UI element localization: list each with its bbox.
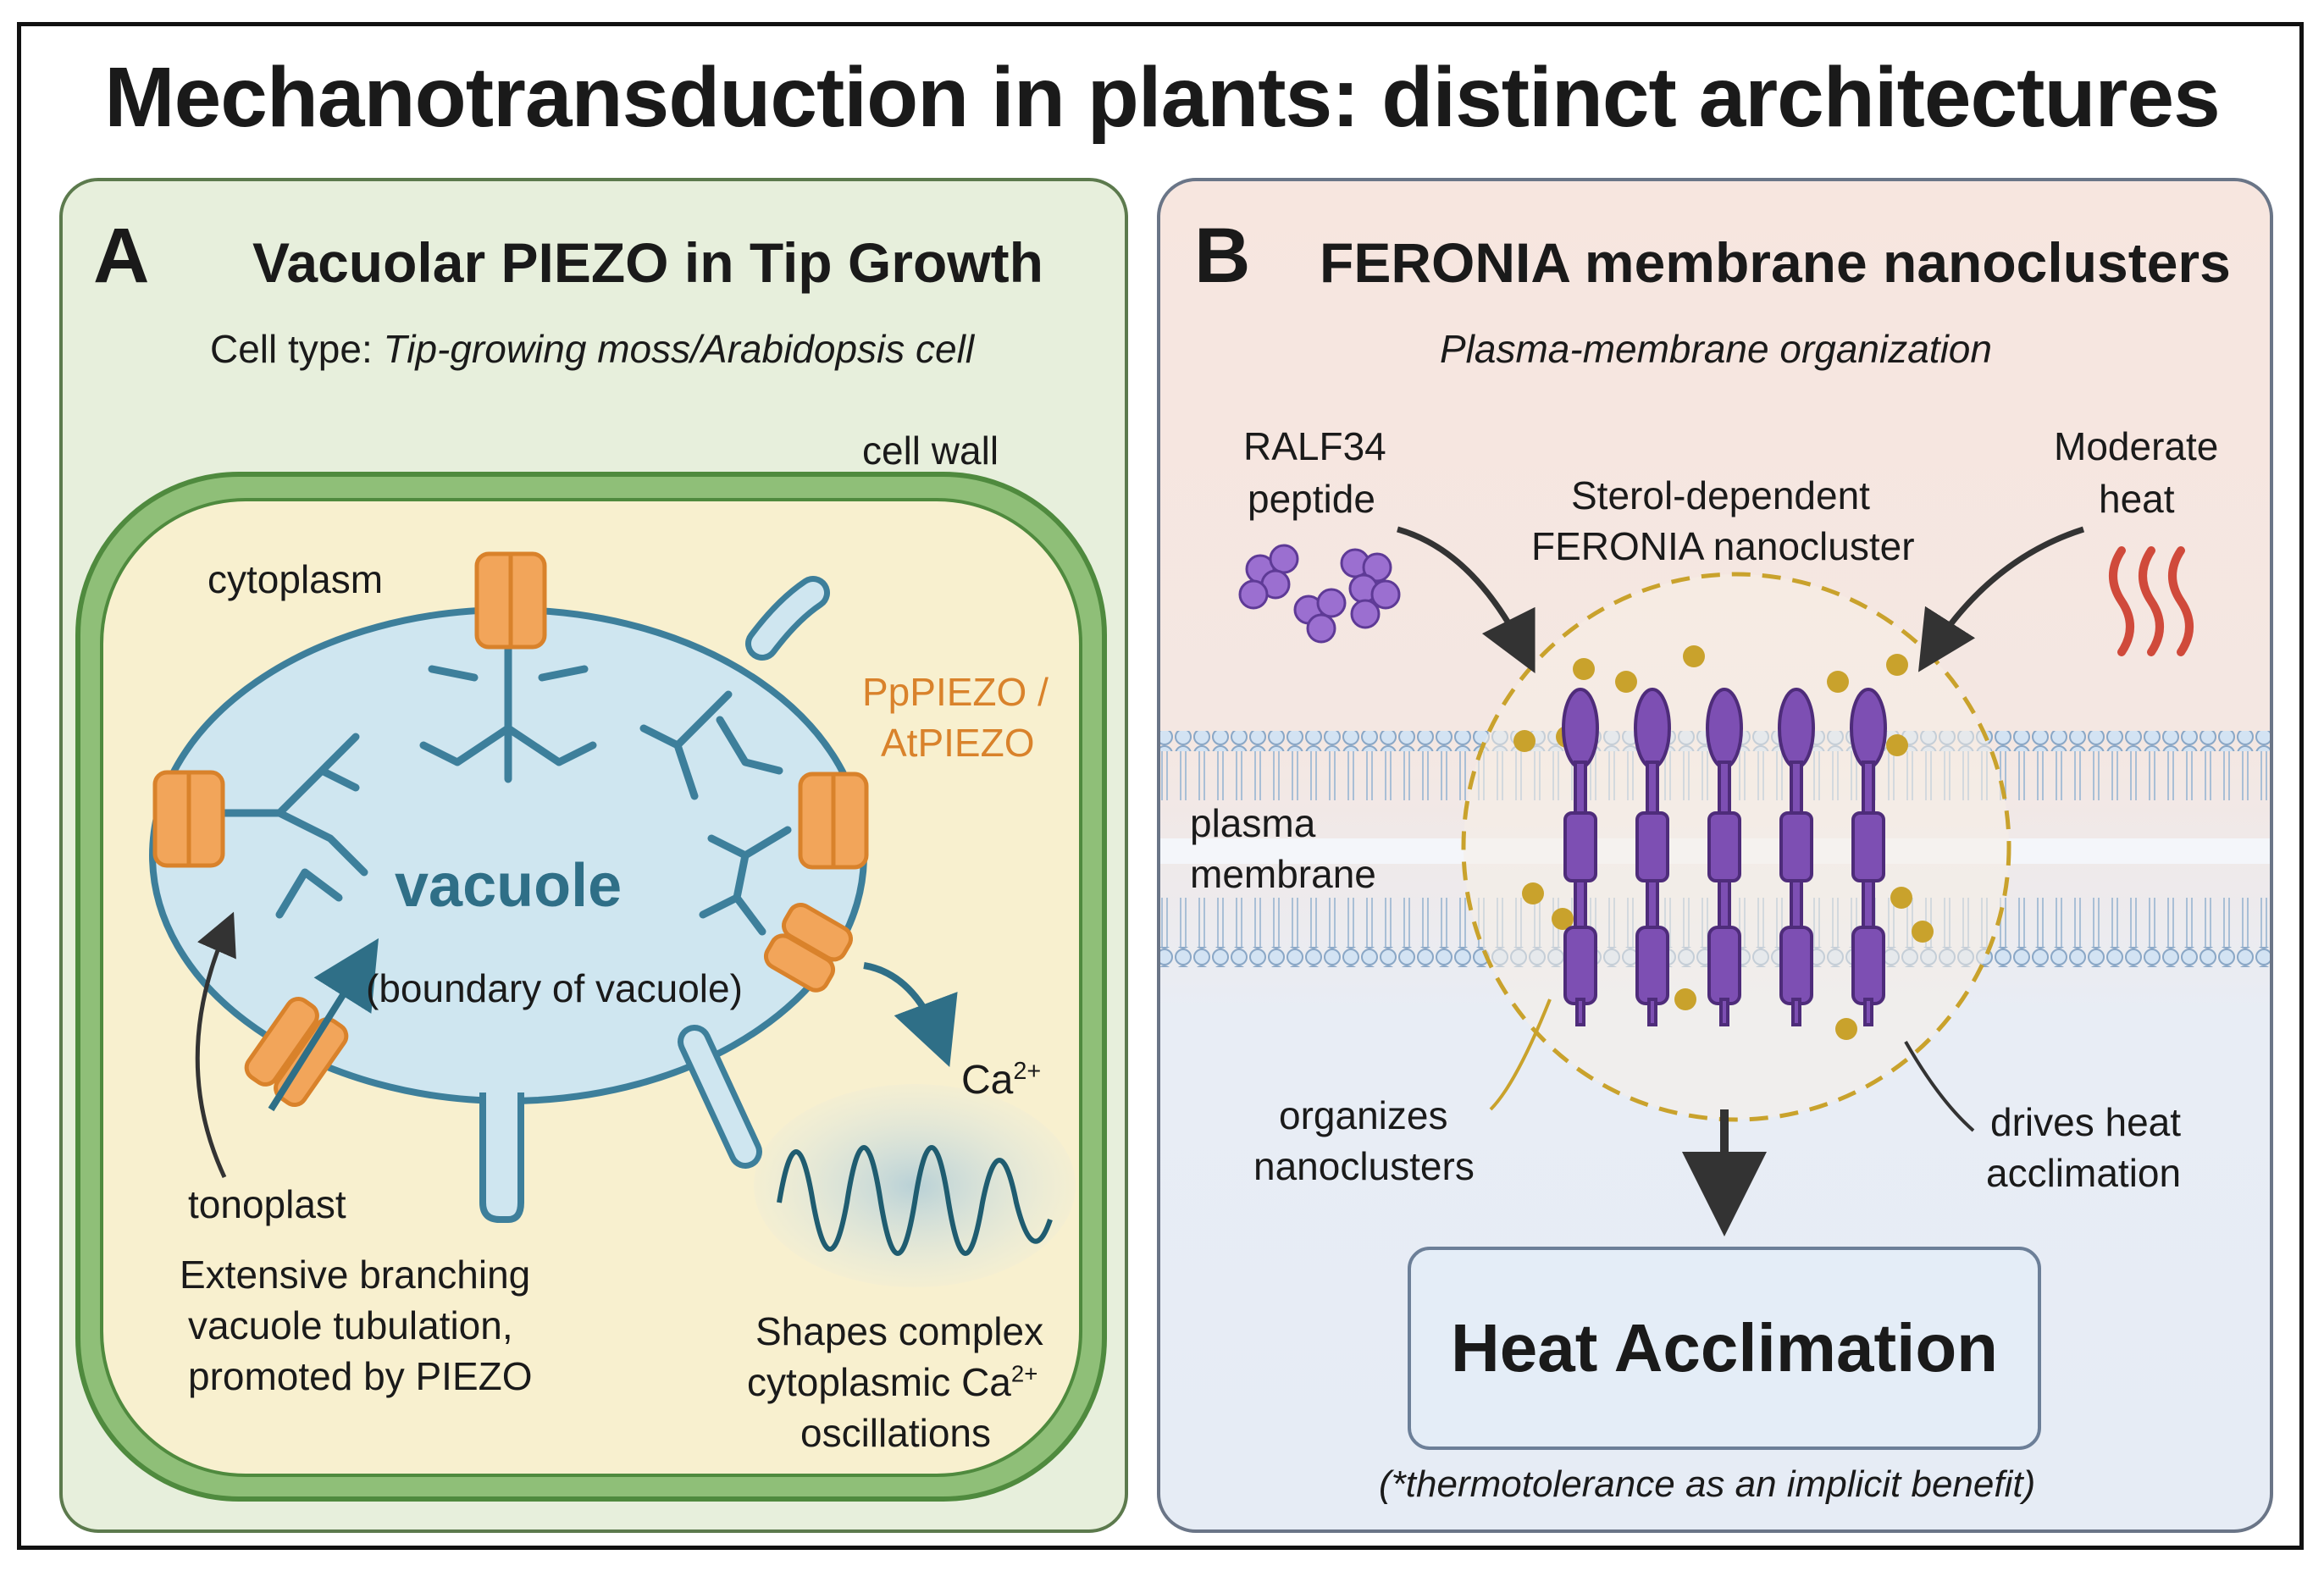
footnote: (*thermotolerance as an implicit benefit… — [1379, 1463, 2036, 1505]
piezo-label-line1: PpPIEZO / — [862, 670, 1049, 714]
cell-type-value: Tip-growing moss/Arabidopsis cell — [383, 327, 975, 371]
ralf34-peptide-clusters — [1238, 544, 1401, 644]
figure-frame — [17, 22, 2304, 1550]
membrane-line1: plasma — [1190, 801, 1316, 845]
cell-type-prefix: Cell type: — [210, 327, 384, 371]
heat-line2: heat — [2099, 477, 2175, 521]
panel-a-title: Vacuolar PIEZO in Tip Growth — [252, 231, 1043, 294]
oscillation-line2: cytoplasmic Ca2+ — [747, 1359, 1038, 1405]
tubulation-line1: Extensive branching — [180, 1253, 531, 1297]
cytoplasm-label: cytoplasm — [208, 557, 384, 601]
panel-a-cell-type: Cell type: Tip-growing moss/Arabidopsis … — [210, 326, 974, 372]
panel-b-letter: B — [1194, 213, 1251, 299]
sterol-molecules — [1513, 645, 1934, 1040]
organizes-line1: organizes — [1279, 1093, 1448, 1137]
oscillation-charge: 2+ — [1010, 1360, 1038, 1387]
tubulation-line2: vacuole tubulation, — [188, 1303, 513, 1347]
calcium-label: Ca2+ — [961, 1057, 1041, 1104]
calcium-symbol: Ca — [961, 1058, 1014, 1103]
heat-acclimation-label: Heat Acclimation — [1450, 1310, 1999, 1386]
membrane-line2: membrane — [1190, 852, 1376, 896]
sterol-line1: Sterol-dependent — [1571, 473, 1870, 517]
calcium-oscillation-cloud — [754, 1084, 1076, 1287]
oscillation-line1: Shapes complex — [755, 1309, 1044, 1353]
feronia-receptors — [1562, 688, 1887, 1026]
vacuole-label: vacuole — [395, 852, 622, 920]
tubulation-line3: promoted by PIEZO — [188, 1354, 533, 1398]
input-arrows — [1397, 526, 2085, 674]
calcium-release-arrow — [863, 962, 958, 1067]
sterol-line2: FERONIA nanocluster — [1531, 524, 1915, 568]
cell-wall-label: cell wall — [862, 429, 999, 473]
drives-line1: drives heat — [1990, 1100, 2182, 1144]
tubulation-arrows — [195, 911, 379, 1179]
heat-acclimation-box: Heat Acclimation — [1408, 1247, 2041, 1450]
tonoplast-label: tonoplast — [188, 1182, 346, 1226]
ralf34-line1: RALF34 — [1243, 424, 1386, 468]
figure-title: Mechanotransduction in plants: distinct … — [104, 50, 2220, 145]
panel-b-title: FERONIA membrane nanoclusters — [1320, 231, 2231, 294]
oscillation-line3: oscillations — [800, 1411, 991, 1455]
heat-waves — [2109, 546, 2194, 656]
organizes-line2: nanoclusters — [1253, 1144, 1475, 1188]
piezo-channels — [152, 551, 869, 1107]
drives-line2: acclimation — [1986, 1151, 2182, 1195]
leader-lines — [1489, 998, 1975, 1132]
calcium-charge: 2+ — [1013, 1058, 1042, 1085]
vacuole-boundary-label: (boundary of vacuole) — [366, 966, 743, 1010]
panel-b-subtitle: Plasma-membrane organization — [1440, 327, 1992, 371]
piezo-label-line2: AtPIEZO — [881, 721, 1035, 765]
oscillation-line2-text: cytoplasmic Ca — [747, 1360, 1011, 1404]
heat-line1: Moderate — [2054, 424, 2219, 468]
ralf34-line2: peptide — [1248, 477, 1375, 521]
panel-a-letter: A — [93, 213, 150, 299]
vacuole-branching-tubules — [208, 614, 792, 936]
